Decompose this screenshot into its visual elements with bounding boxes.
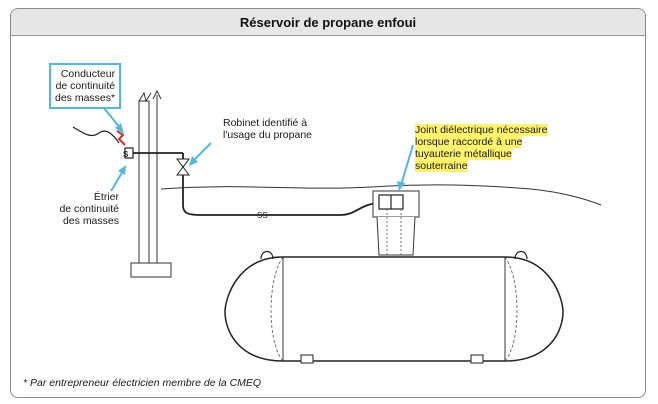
propane-tank xyxy=(224,250,564,364)
clamp-label-line3: des masses xyxy=(62,215,119,227)
wall-break xyxy=(138,91,152,103)
ground-line xyxy=(160,184,602,206)
diagram-drawing: SS S xyxy=(72,89,602,364)
valve-label-line2: l'usage du propane xyxy=(223,129,312,141)
joint-label-line2: lorsque raccordé à une xyxy=(415,136,523,148)
conductor-label-line1: Conducteur xyxy=(60,68,116,80)
conductor-label-line3: des masses* xyxy=(55,92,116,104)
footing xyxy=(130,262,172,278)
joint-label-line1: Joint diélectrique nécessaire xyxy=(415,124,548,136)
bonding-clamp xyxy=(124,147,134,159)
joint-label-line3: tuyauterie métallique xyxy=(415,148,512,160)
footnote: * Par entrepreneur électricien membre de… xyxy=(23,377,262,389)
conductor-callout: Conducteur de continuité des masses* xyxy=(49,63,122,109)
joint-label-line4: souterraine xyxy=(415,160,468,172)
clamp-label-line2: de continuité xyxy=(59,203,119,215)
propane-valve xyxy=(176,158,190,176)
diagram-title: Réservoir de propane enfoui xyxy=(11,9,645,36)
joint-label: Joint diélectrique nécessaire lorsque ra… xyxy=(415,124,548,172)
callout-arrows xyxy=(102,106,414,192)
underground-pipe xyxy=(182,202,382,216)
bonding-conductor xyxy=(72,126,120,144)
svg-text:SS: SS xyxy=(257,211,268,220)
wall-post xyxy=(138,100,150,264)
clamp-label-line1: Étrier xyxy=(93,191,119,203)
conductor-label-line2: de continuité xyxy=(55,80,116,92)
diagram-frame: Réservoir de propane enfoui SS S xyxy=(10,8,646,398)
clamp-label: Étrier de continuité des masses xyxy=(53,191,119,227)
svg-text:S: S xyxy=(123,150,129,159)
tank-dome xyxy=(372,190,420,256)
valve-label: Robinet identifié à l'usage du propane xyxy=(223,117,312,141)
valve-label-line1: Robinet identifié à xyxy=(223,117,308,129)
